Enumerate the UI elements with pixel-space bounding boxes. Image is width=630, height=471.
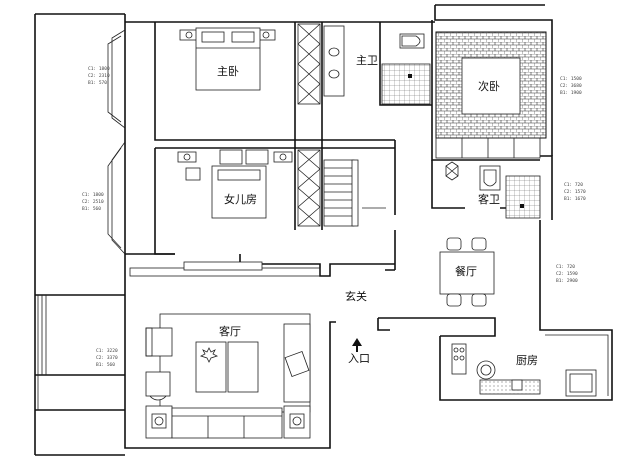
living-room: 客厅	[129, 261, 321, 439]
note-right-kitchen-3: B1: 2900	[556, 278, 578, 284]
note-right-mid-3: B1: 1670	[564, 196, 586, 202]
window-notes: C1: 1800 C2: 2310 B1: 570 C1: 1800 C2: 2…	[82, 66, 586, 368]
room-label-dining: 餐厅	[455, 264, 477, 278]
master-bedroom: 主卧	[179, 27, 276, 91]
master-bath: 主卫	[323, 25, 431, 105]
kitchen: 厨房	[451, 343, 597, 397]
room-label-living: 客厅	[219, 324, 241, 338]
note-right-top-3: B1: 1900	[560, 90, 582, 96]
interior-walls	[125, 20, 540, 337]
note-left-top-2: C2: 2310	[88, 73, 110, 79]
daughter-room: 女儿房	[177, 149, 293, 219]
note-right-kitchen-1: C1: 720	[556, 264, 575, 270]
entrance-label: 入口	[348, 352, 370, 365]
room-label-foyer: 玄关	[345, 289, 367, 303]
room-label-master-bedroom: 主卧	[217, 65, 239, 78]
note-right-top-2: C2: 3680	[560, 83, 582, 89]
wardrobes	[297, 23, 321, 227]
room-label-daughter-room: 女儿房	[224, 192, 257, 206]
room-label-second-bedroom: 次卧	[478, 79, 500, 93]
note-left-top-1: C1: 1800	[88, 66, 110, 72]
room-label-guest-bath: 客卫	[478, 192, 500, 206]
bay-windows	[107, 29, 126, 255]
note-left-mid-3: B1: 560	[82, 206, 101, 212]
note-right-mid-2: C2: 1570	[564, 189, 586, 195]
note-left-top-3: B1: 570	[88, 80, 107, 86]
note-left-bottom-1: C1: 3220	[96, 348, 118, 354]
note-right-kitchen-2: C2: 1590	[556, 271, 578, 277]
note-right-mid-1: C1: 720	[564, 182, 583, 188]
second-bedroom: 次卧	[435, 31, 547, 159]
note-left-mid-1: C1: 1800	[82, 192, 104, 198]
room-label-kitchen: 厨房	[516, 354, 538, 367]
note-left-bottom-3: B1: 560	[96, 362, 115, 368]
room-label-master-bath: 主卫	[356, 54, 378, 67]
exterior-walls	[34, 4, 613, 456]
note-left-bottom-2: C2: 3370	[96, 355, 118, 361]
entrance: 入口	[348, 338, 370, 365]
staircase	[323, 159, 386, 227]
note-left-mid-2: C2: 2510	[82, 199, 104, 205]
guest-bath: 客卫	[445, 161, 541, 219]
dining-area: 餐厅	[439, 237, 495, 307]
note-right-top-1: C1: 1500	[560, 76, 582, 82]
